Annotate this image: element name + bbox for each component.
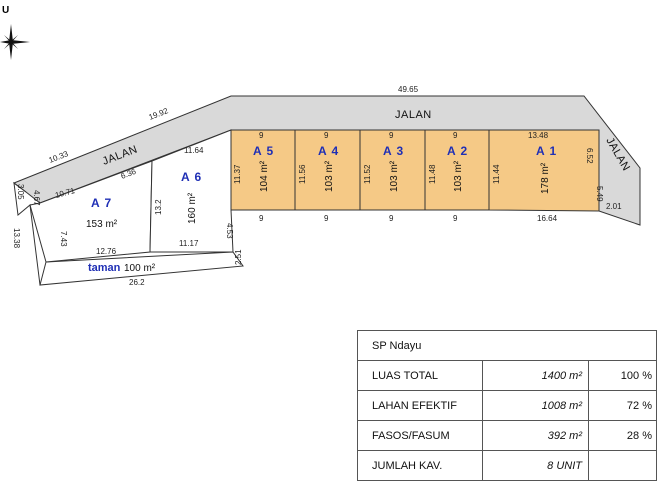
lot-a6-left: 13.2 [154, 199, 163, 215]
lot-a6-right: 4.53 [225, 223, 234, 239]
lot-a6-top: 11.64 [184, 146, 204, 155]
park-bottom: 26.2 [129, 278, 145, 287]
lot-a3-top: 9 [389, 131, 394, 140]
dim-left-inner: 4.67 [32, 190, 41, 206]
road-label-top: JALAN [395, 109, 432, 121]
summary-title: SP Ndayu [357, 330, 657, 361]
dim-right-end: 2.01 [606, 202, 622, 211]
lot-a1-right-bottom: 5.49 [595, 186, 604, 202]
park-right: 2.51 [234, 249, 243, 265]
lot-a4-left: 11.56 [298, 164, 307, 184]
lot-a1-bottom: 16.64 [537, 214, 558, 223]
lot-a2-top: 9 [453, 131, 458, 140]
lot-a1-right-top: 6.52 [585, 148, 594, 164]
lot-a2-area: 103 m² [453, 160, 464, 192]
lot-a2-shape [424, 129, 490, 211]
row-value: 1008 m² [482, 390, 589, 421]
lot-a6-id: A 6 [181, 170, 202, 184]
lot-a5-id: A 5 [253, 144, 274, 158]
row-label: JUMLAH KAV. [357, 450, 483, 481]
lot-a1-id: A 1 [536, 144, 557, 158]
lot-a4-area: 103 m² [324, 160, 335, 192]
table-row: JUMLAH KAV. 8 UNIT [357, 450, 657, 481]
lot-a2-id: A 2 [447, 144, 468, 158]
row-percent: 100 % [588, 360, 657, 391]
table-row: LAHAN EFEKTIF 1008 m² 72 % [357, 390, 657, 421]
row-value: 1400 m² [482, 360, 589, 391]
lot-a2-bottom: 9 [453, 214, 458, 223]
row-percent [588, 450, 657, 481]
lot-a1-left: 11.44 [492, 164, 501, 184]
lot-a1-top: 13.48 [528, 131, 549, 140]
lot-a4-bottom: 9 [324, 214, 329, 223]
row-label: FASOS/FASUM [357, 420, 483, 451]
summary-table: SP Ndayu LUAS TOTAL 1400 m² 100 % LAHAN … [357, 330, 657, 481]
lot-a6-area: 160 m² [187, 192, 198, 224]
compass-north-label: U [2, 5, 9, 16]
lot-a7-area: 153 m² [86, 219, 118, 230]
lot-a3-id: A 3 [383, 144, 404, 158]
row-percent: 28 % [588, 420, 657, 451]
table-row: FASOS/FASUM 392 m² 28 % [357, 420, 657, 451]
lot-a5-top: 9 [259, 131, 264, 140]
lot-a3-bottom: 9 [389, 214, 394, 223]
lot-a4-top: 9 [324, 131, 329, 140]
lot-a3-area: 103 m² [389, 160, 400, 192]
lot-a3-left: 11.52 [363, 164, 372, 184]
site-plan: U JALAN JALAN JALAN 49.65 19.92 10.33 2.… [0, 5, 641, 287]
lot-a7-bottom: 12.76 [96, 247, 117, 256]
row-label: LUAS TOTAL [357, 360, 483, 391]
lot-a7-id: A 7 [91, 196, 112, 210]
row-value: 8 UNIT [482, 450, 589, 481]
table-row: LUAS TOTAL 1400 m² 100 % [357, 360, 657, 391]
lot-a6-bottom: 11.17 [179, 239, 199, 248]
summary-title-row: SP Ndayu [357, 330, 657, 361]
lot-a5-left: 11.37 [233, 164, 242, 184]
lot-a5-area: 104 m² [259, 160, 270, 192]
park-area [39, 251, 244, 286]
park-area: 100 m² [124, 263, 156, 274]
lot-a2-left: 11.48 [428, 164, 437, 184]
lot-a7-left: 7.43 [59, 231, 68, 247]
dim-top-long: 49.65 [398, 85, 419, 94]
lot-a7-shape [29, 160, 153, 263]
compass-rose-icon [0, 24, 30, 60]
row-value: 392 m² [482, 420, 589, 451]
lot-a5-bottom: 9 [259, 214, 264, 223]
lot-a4-id: A 4 [318, 144, 339, 158]
lot-a3-shape [359, 129, 426, 211]
row-percent: 72 % [588, 390, 657, 421]
dim-left-top: 3.05 [16, 184, 25, 200]
outer-boundary [13, 181, 41, 286]
dim-top-mid: 19.92 [147, 106, 169, 122]
lot-a1-shape [488, 129, 600, 212]
lot-a6-shape [149, 129, 234, 253]
lot-a1-area: 178 m² [540, 162, 551, 194]
dim-left-side: 13.38 [12, 228, 21, 249]
lot-a5-shape [230, 129, 296, 211]
row-label: LAHAN EFEKTIF [357, 390, 483, 421]
compass: U [0, 5, 30, 60]
park-label: taman [88, 262, 121, 274]
